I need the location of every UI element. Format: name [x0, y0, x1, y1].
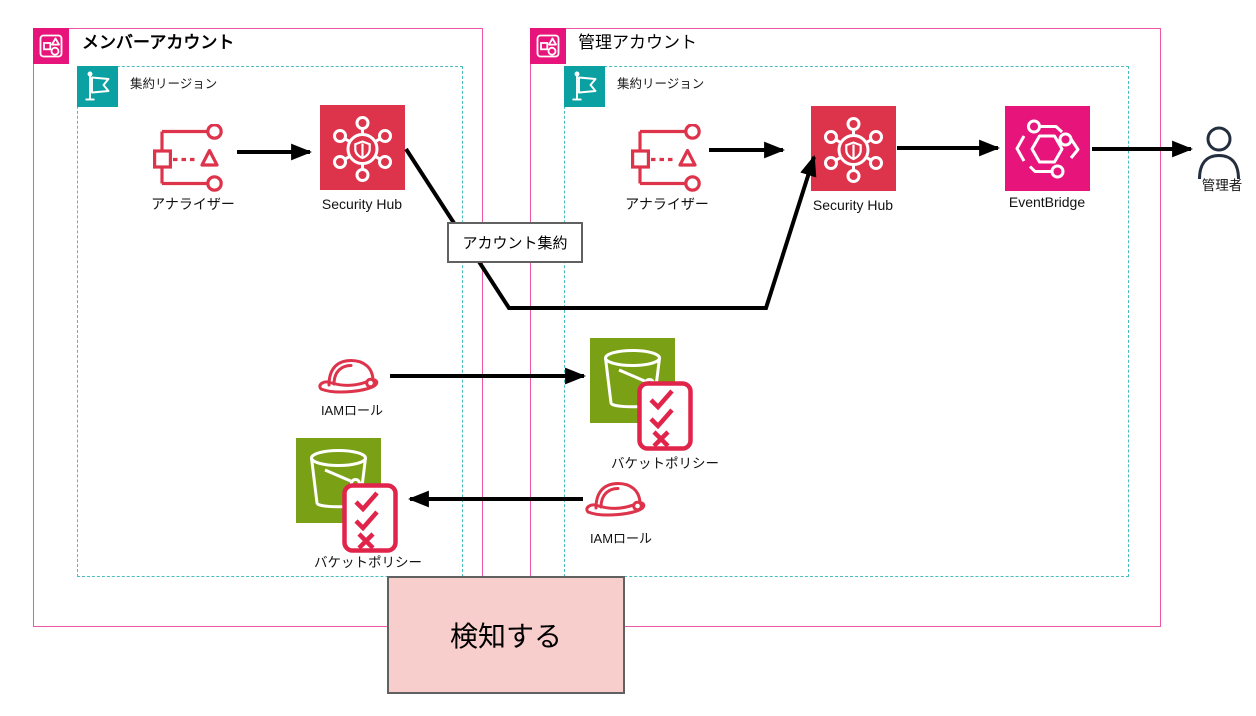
admin-label: 管理者 — [1201, 178, 1243, 193]
account-icon — [33, 28, 69, 64]
region-flag-icon — [77, 66, 118, 107]
member-iam-role-label: IAMロール — [320, 403, 384, 418]
member-analyzer-label: アナライザー — [151, 196, 235, 212]
account-aggregation-label-box: アカウント集約 — [447, 222, 583, 263]
management-analyzer-label: アナライザー — [625, 196, 709, 212]
member-region-label: 集約リージョン — [130, 77, 218, 91]
management-bucket-policy-label: バケットポリシー — [611, 456, 719, 471]
bucket-policy-icon — [637, 381, 693, 451]
management-account-box — [530, 28, 1161, 627]
iam-role-icon — [585, 481, 646, 517]
member-region-box — [77, 66, 463, 577]
detect-box: 検知する — [387, 576, 625, 694]
management-iam-role-label: IAMロール — [589, 531, 653, 546]
management-account-title: 管理アカウント — [578, 33, 697, 52]
access-analyzer-icon — [631, 124, 701, 192]
eventbridge-icon — [1005, 106, 1090, 191]
region-flag-icon — [564, 66, 605, 107]
security-hub-icon — [320, 105, 405, 190]
member-account-title: メンバーアカウント — [82, 33, 235, 52]
management-security-hub-label: Security Hub — [812, 197, 894, 213]
management-region-label: 集約リージョン — [617, 77, 705, 91]
security-hub-icon — [811, 106, 896, 191]
member-account-box — [33, 28, 483, 627]
admin-person-icon — [1198, 126, 1240, 180]
iam-role-icon — [318, 358, 379, 394]
bucket-policy-icon — [342, 483, 398, 553]
management-region-box — [564, 66, 1129, 577]
member-security-hub-label: Security Hub — [321, 196, 403, 212]
access-analyzer-icon — [153, 124, 223, 192]
member-bucket-policy-label: バケットポリシー — [314, 555, 422, 570]
account-icon — [530, 28, 566, 64]
eventbridge-label: EventBridge — [1008, 194, 1086, 210]
